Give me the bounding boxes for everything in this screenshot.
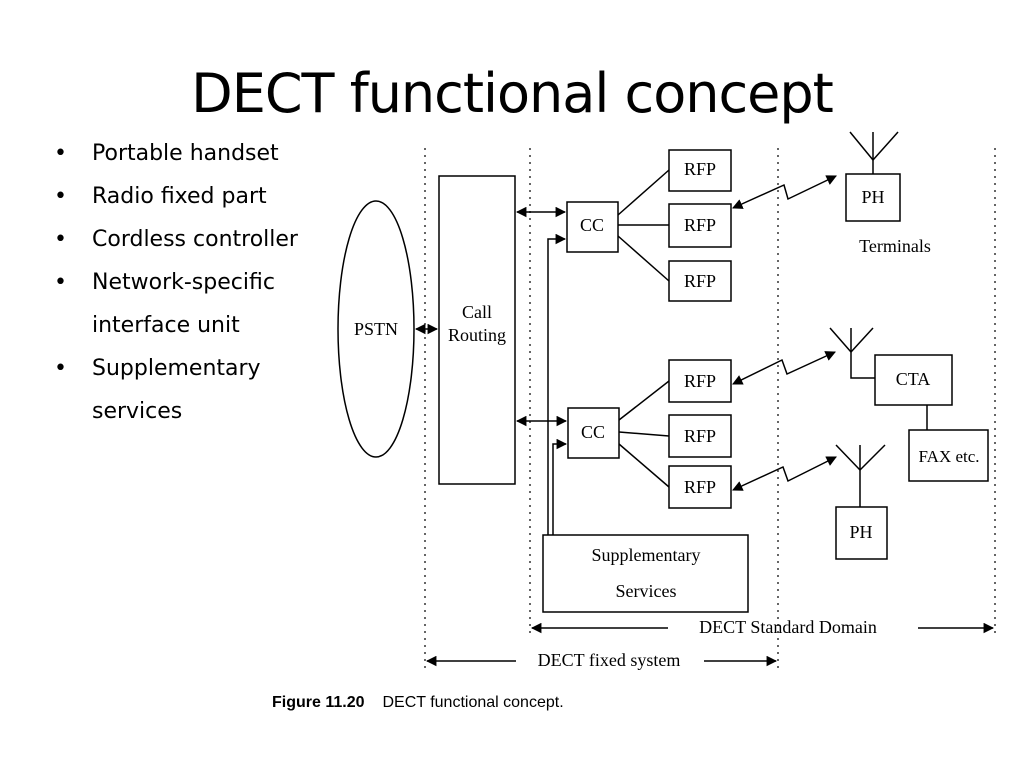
bullet-item: Portable handset — [48, 132, 338, 175]
cc-label: CC — [580, 215, 604, 235]
bullet-item: Network-specific interface unit — [48, 261, 338, 347]
rfp-label: RFP — [684, 215, 716, 235]
bullet-item: Supplementary services — [48, 347, 338, 433]
rfp-label: RFP — [684, 477, 716, 497]
antenna-icon — [835, 444, 886, 507]
terminals-label: Terminals — [859, 236, 931, 256]
radio-link — [732, 456, 837, 491]
rfp-label: RFP — [684, 426, 716, 446]
cc-rfp-link — [617, 169, 670, 216]
ph-box-bottom — [835, 506, 888, 560]
domain-divider-lines — [424, 148, 996, 668]
cc-rfp-link — [618, 431, 670, 437]
bullet-list: Portable handset Radio fixed part Cordle… — [48, 132, 338, 433]
figure-caption: Figure 11.20 DECT functional concept. — [272, 694, 564, 712]
supplementary-services-box — [542, 534, 749, 613]
slide-title: DECT functional concept — [191, 62, 834, 125]
call-routing-label: Call — [462, 302, 492, 322]
cc-box-bottom — [567, 407, 620, 459]
call-routing-label: Routing — [448, 325, 506, 345]
rfp-label: RFP — [684, 371, 716, 391]
ph-label: PH — [861, 187, 884, 207]
cc-rfp-link — [618, 443, 670, 488]
cc-box-top — [566, 201, 619, 253]
figure-number: Figure 11.20 — [272, 694, 365, 711]
cta-label: CTA — [896, 369, 931, 389]
call-routing-box — [438, 175, 516, 485]
bullet-item: Radio fixed part — [48, 175, 338, 218]
figure-caption-text: DECT functional concept. — [382, 694, 564, 711]
bullet-item: Cordless controller — [48, 218, 338, 261]
cta-box — [874, 354, 953, 406]
rfp-label: RFP — [684, 159, 716, 179]
supplementary-cc-link — [552, 438, 568, 535]
supplementary-cc-link — [547, 233, 567, 535]
antenna-icon — [829, 327, 875, 379]
dect-standard-domain-label: DECT Standard Domain — [699, 617, 877, 637]
radio-link — [732, 351, 836, 385]
radio-link — [732, 175, 837, 209]
pstn-label: PSTN — [354, 319, 398, 339]
cc-rfp-link — [618, 380, 670, 421]
cc-label: CC — [581, 422, 605, 442]
cc-rfp-link — [617, 235, 670, 282]
ph-label: PH — [849, 522, 872, 542]
supplementary-label: Supplementary — [592, 545, 701, 565]
fax-label: FAX etc. — [918, 447, 979, 466]
fax-box — [908, 429, 989, 482]
antenna-icon — [849, 131, 899, 174]
dect-fixed-system-label: DECT fixed system — [538, 650, 681, 670]
supplementary-label: Services — [616, 581, 677, 601]
pstn-node — [337, 200, 415, 458]
rfp-label: RFP — [684, 271, 716, 291]
